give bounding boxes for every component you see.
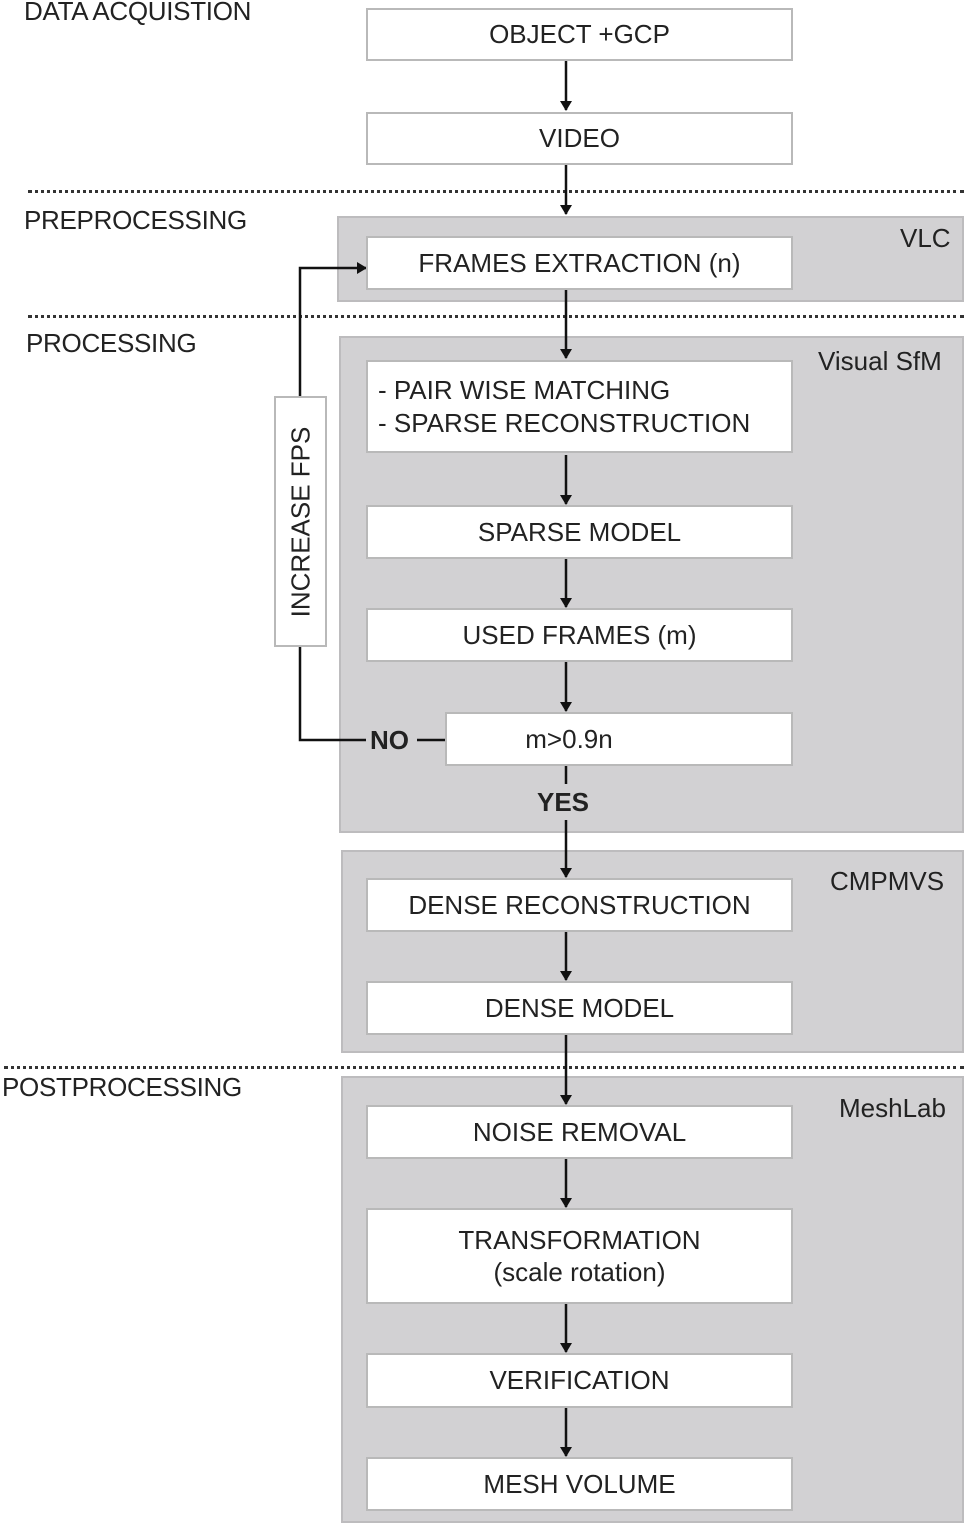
node-video: VIDEO bbox=[366, 112, 793, 165]
label-no: NO bbox=[370, 725, 409, 755]
node-matching-line1: - PAIR WISE MATCHING bbox=[378, 375, 671, 405]
stage-preprocessing: PREPROCESSING bbox=[24, 205, 247, 235]
node-transformation: TRANSFORMATION (scale rotation) bbox=[366, 1208, 793, 1304]
loop-fps-to-frames bbox=[298, 262, 367, 396]
node-dense-reconstruction: DENSE RECONSTRUCTION bbox=[366, 878, 793, 932]
divider-processing bbox=[28, 315, 964, 318]
stage-processing: PROCESSING bbox=[26, 328, 197, 358]
tool-label-meshlab: MeshLab bbox=[839, 1093, 946, 1123]
node-frames-extraction: FRAMES EXTRACTION (n) bbox=[366, 236, 793, 290]
node-matching-line2: - SPARSE RECONSTRUCTION bbox=[378, 407, 751, 438]
node-object-gcp: OBJECT +GCP bbox=[366, 8, 793, 61]
node-decision: m>0.9n bbox=[445, 712, 793, 766]
node-noise-removal: NOISE REMOVAL bbox=[366, 1105, 793, 1159]
loop-no-to-fps bbox=[298, 647, 366, 742]
node-mesh-volume: MESH VOLUME bbox=[366, 1457, 793, 1511]
node-verification: VERIFICATION bbox=[366, 1353, 793, 1408]
tool-label-visual-sfm: Visual SfM bbox=[818, 346, 942, 376]
node-used-frames: USED FRAMES (m) bbox=[366, 608, 793, 662]
node-increase-fps: INCREASE FPS bbox=[274, 396, 327, 647]
increase-fps-label: INCREASE FPS bbox=[285, 426, 315, 617]
node-matching: - PAIR WISE MATCHING - SPARSE RECONSTRUC… bbox=[366, 360, 793, 453]
stage-postprocessing: POSTPROCESSING bbox=[2, 1072, 242, 1102]
divider-postprocessing bbox=[4, 1066, 964, 1069]
node-transformation-line2: (scale rotation) bbox=[493, 1257, 666, 1287]
tool-label-cmpmvs: CMPMVS bbox=[830, 866, 945, 896]
tool-label-vlc: VLC bbox=[900, 223, 951, 253]
label-yes: YES bbox=[537, 787, 590, 817]
node-sparse-model: SPARSE MODEL bbox=[366, 505, 793, 559]
stage-data-acquisition: DATA ACQUISTION bbox=[24, 0, 252, 26]
node-dense-model: DENSE MODEL bbox=[366, 981, 793, 1035]
divider-preprocessing bbox=[28, 190, 964, 193]
node-transformation-line1: TRANSFORMATION bbox=[458, 1224, 701, 1255]
